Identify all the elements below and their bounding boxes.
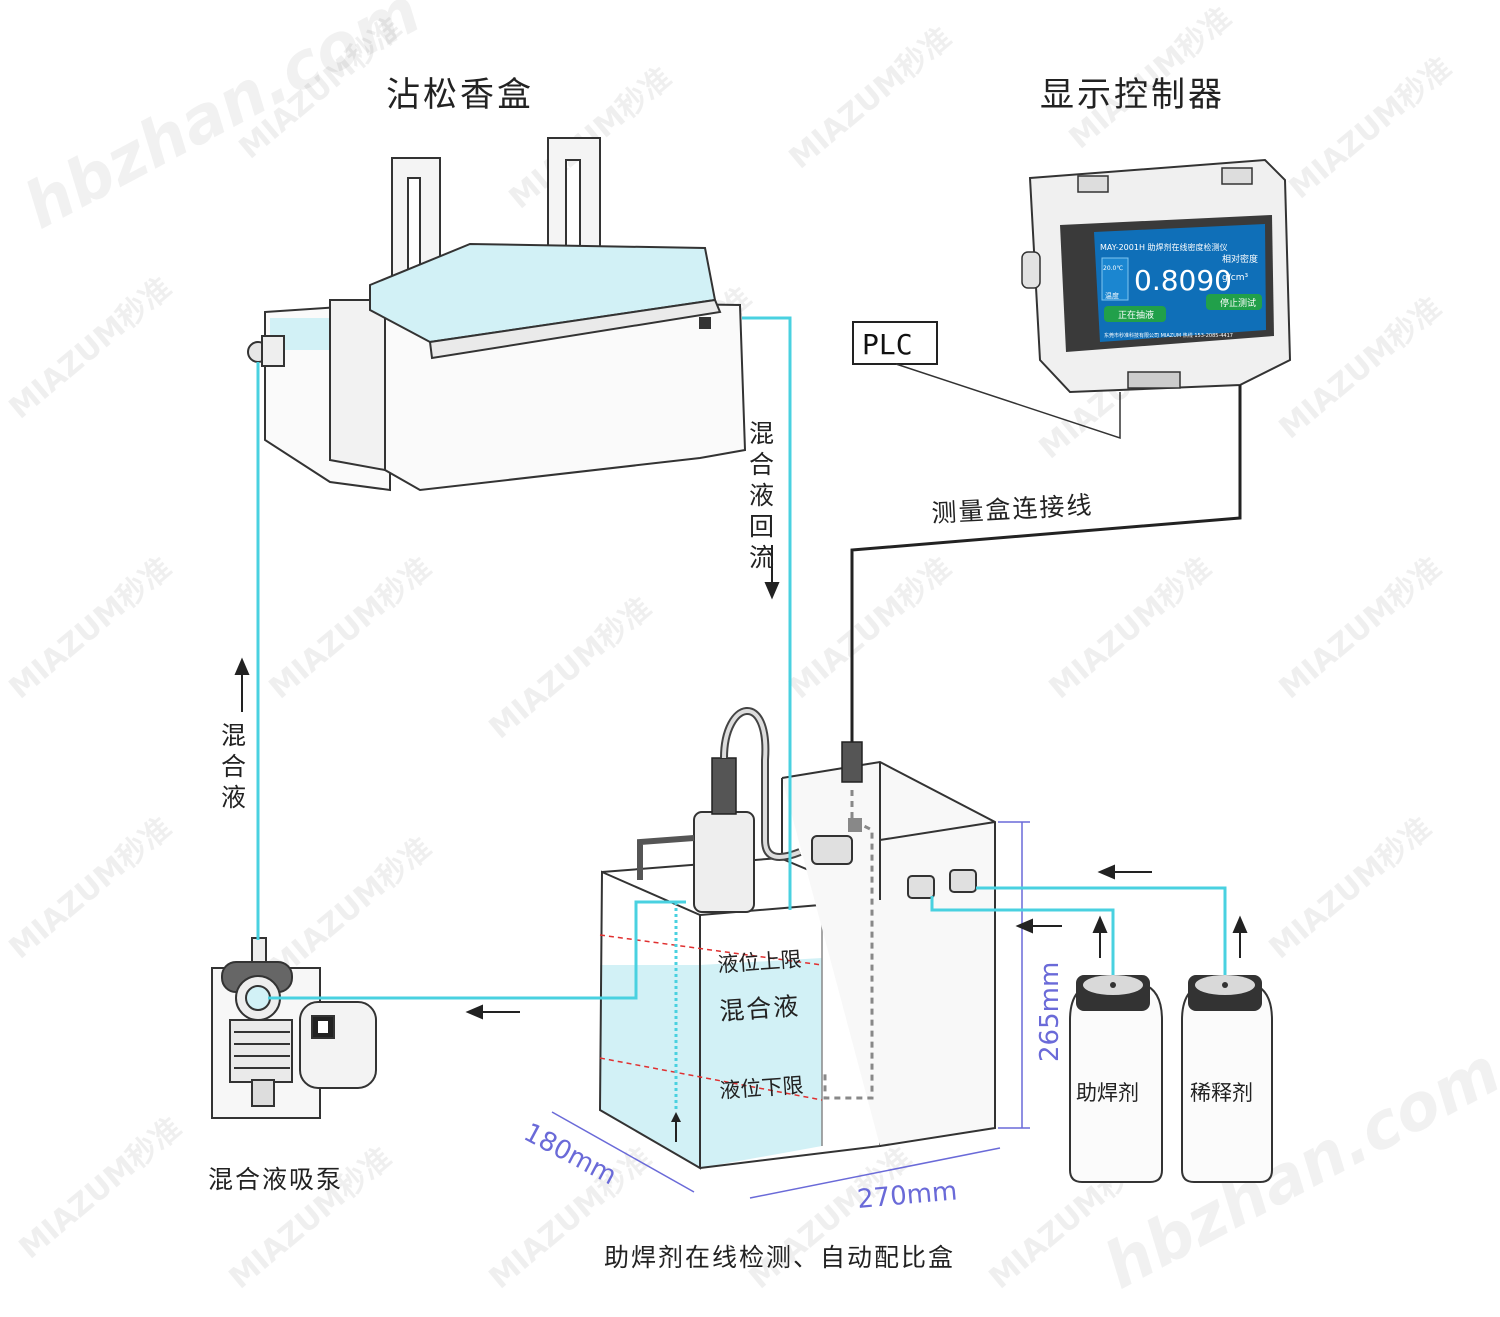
- flow-arrows: [234, 545, 1248, 1020]
- screen-temp-label: 温度: [1105, 291, 1119, 300]
- cable-label: 测量盒连接线: [931, 491, 1094, 528]
- dimension-lines: [551, 821, 1030, 1199]
- mixing-box: [598, 707, 996, 1170]
- return-pipe: [742, 316, 792, 910]
- screen-btn-right: 停止测试: [1220, 297, 1256, 309]
- watermark: MIAZUM秒准: [3, 271, 179, 426]
- watermark: hbzhan.com: [13, 0, 433, 244]
- flux-pipe: [930, 896, 1115, 975]
- return-flow-label: 混合液回流: [746, 420, 775, 575]
- screen-btn-left: 正在抽液: [1118, 309, 1154, 321]
- controller-screen: MAY-2001H 助焊剂在线密度检测仪 20.0℃ 温度 0.8090 相对密…: [1094, 224, 1266, 342]
- mix-liquid-label: 混合液: [718, 991, 801, 1026]
- flux-bottle: [1069, 975, 1163, 1183]
- suction-pump: [211, 937, 377, 1119]
- plc-box: [852, 321, 938, 365]
- suction-pipe: [268, 900, 686, 1000]
- mixing-box-title: 助焊剂在线检测、自动配比盒: [604, 1243, 955, 1272]
- watermark: MIAZUM秒准: [13, 1111, 189, 1266]
- lower-level-label: 液位下限: [719, 1073, 804, 1103]
- watermark: MIAZUM秒准: [743, 1141, 919, 1296]
- mix-up-label: 混合液: [218, 722, 247, 815]
- diluent-label: 稀释剂: [1190, 1081, 1253, 1105]
- diluent-bottle: [1181, 975, 1273, 1183]
- watermark: MIAZUM秒准: [1263, 811, 1439, 966]
- plc-leader: [895, 363, 1121, 440]
- watermark: MIAZUM秒准: [3, 811, 179, 966]
- depth-dimension: 180mm: [519, 1118, 622, 1192]
- watermark: MIAZUM秒准: [1273, 551, 1449, 706]
- controller-title: 显示控制器: [1040, 75, 1225, 115]
- watermark: MIAZUM秒准: [263, 551, 439, 706]
- rosin-box: [247, 137, 747, 492]
- plc-group: PLC: [852, 321, 1121, 440]
- watermark: MIAZUM秒准: [783, 21, 959, 176]
- pump-title: 混合液吸泵: [208, 1165, 343, 1194]
- display-controller: MAY-2001H 助焊剂在线密度检测仪 20.0℃ 温度 0.8090 相对密…: [1021, 158, 1292, 394]
- watermark: MIAZUM秒准: [1043, 551, 1219, 706]
- height-dimension: 265mm: [1035, 962, 1065, 1062]
- watermark: MIAZUM秒准: [263, 831, 439, 986]
- screen-header: MAY-2001H 助焊剂在线密度检测仪: [1100, 242, 1228, 252]
- diluent-pipe: [976, 886, 1227, 975]
- watermark: MIAZUM秒准: [1283, 51, 1459, 206]
- screen-value-label: 相对密度: [1222, 253, 1258, 265]
- lower-level-line: [599, 1057, 823, 1101]
- screen-footer: 东莞市秒准科技有限公司 MIAZUM 热线 153-2085-4417: [1104, 332, 1233, 339]
- watermark: MIAZUM秒准: [1273, 291, 1449, 446]
- watermark: MIAZUM秒准: [483, 591, 659, 746]
- flux-label: 助焊剂: [1076, 1081, 1139, 1105]
- screen-value: 0.8090: [1134, 264, 1232, 297]
- rosin-box-title: 沾松香盒: [386, 75, 534, 115]
- watermark: MIAZUM秒准: [3, 551, 179, 706]
- upper-level-label: 液位上限: [717, 947, 802, 977]
- pipes: [256, 316, 1227, 1112]
- watermark: MIAZUM秒准: [223, 1141, 399, 1296]
- screen-unit: g/cm³: [1222, 273, 1248, 283]
- watermark: MIAZUM秒准: [783, 551, 959, 706]
- plc-label: PLC: [862, 328, 913, 361]
- measure-cable: [850, 385, 1242, 742]
- screen-temp: 20.0℃: [1103, 265, 1123, 272]
